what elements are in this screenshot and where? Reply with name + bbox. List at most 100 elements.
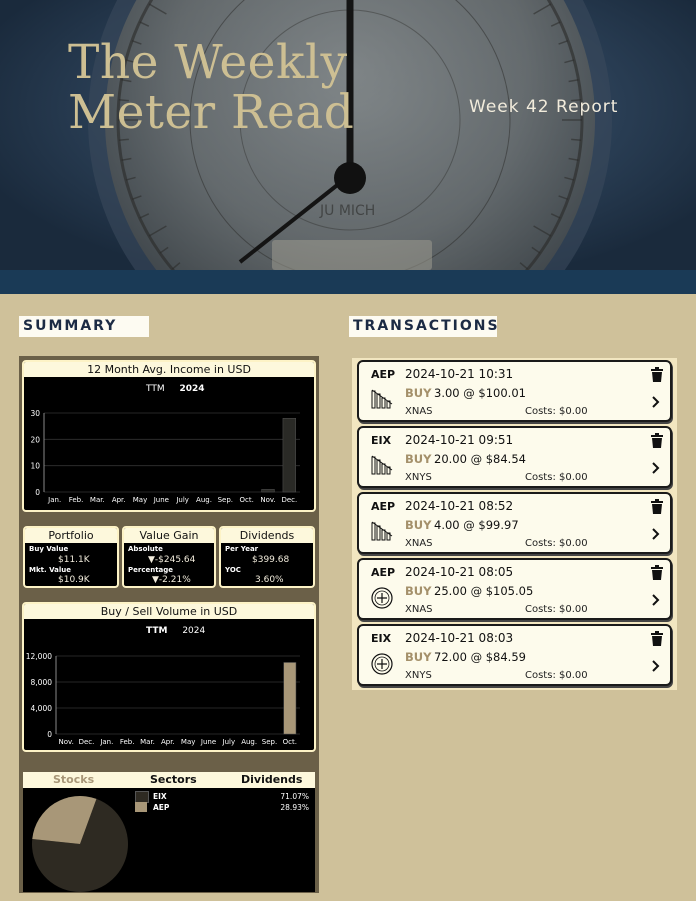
chevron-right-icon[interactable]: [652, 591, 660, 610]
x-tick-label: May: [181, 738, 195, 746]
gauge-image: JU MICH: [88, 0, 612, 270]
transaction-exchange: XNYS: [405, 472, 432, 483]
transaction-ticker: AEP: [371, 368, 396, 381]
legend-label-eix: EIX: [153, 792, 167, 801]
transaction-exchange: XNYS: [405, 670, 432, 681]
income-tabs: TTM 2024: [146, 384, 217, 394]
transaction-side: BUY: [405, 452, 432, 466]
x-tick-label: Apr.: [161, 738, 175, 746]
trash-icon[interactable]: [651, 631, 663, 650]
transaction-exchange: XNAS: [405, 538, 433, 549]
transaction-qty-price: 20.00 @ $84.54: [434, 452, 526, 466]
gauge-tick: [558, 195, 569, 201]
transaction-card[interactable]: EIX 2024-10-21 08:03 BUY 72.00 @ $84.59 …: [357, 624, 672, 686]
x-tick-label: Dec.: [79, 738, 95, 746]
volume-card: Buy / Sell Volume in USD TTM 2024 12,000…: [22, 602, 316, 752]
gauge-tick: [131, 195, 142, 201]
y-tick-label: 10: [30, 462, 40, 471]
legend-pct-eix: 71.07%: [280, 792, 309, 801]
percentage-label: Percentage: [128, 566, 174, 574]
bar-decline-icon: [371, 521, 393, 545]
mkt-value: $10.9K: [58, 575, 90, 585]
income-tab-2024[interactable]: 2024: [179, 384, 205, 394]
volume-tab-2024[interactable]: 2024: [182, 626, 206, 636]
gauge-tick: [564, 59, 575, 64]
transaction-costs: Costs: $0.00: [525, 406, 588, 417]
tab-stocks[interactable]: Stocks: [53, 773, 95, 786]
gauge-tick: [139, 213, 150, 219]
x-tick-label: Nov.: [58, 738, 73, 746]
transaction-qty-price: 4.00 @ $99.97: [434, 518, 519, 532]
transaction-ticker: EIX: [371, 434, 392, 447]
gauge-label: JU MICH: [319, 203, 375, 219]
percentage-value: ▼-2.21%: [152, 575, 191, 585]
legend-pct-aep: 28.93%: [280, 803, 309, 812]
gauge-tick: [131, 39, 142, 45]
transaction-card[interactable]: AEP 2024-10-21 08:05 BUY 25.00 @ $105.05…: [357, 558, 672, 620]
mkt-value-label: Mkt. Value: [29, 566, 71, 574]
transaction-ticker: AEP: [371, 566, 396, 579]
portfolio-title: Portfolio: [25, 528, 117, 543]
gauge-tick: [125, 176, 136, 181]
gauge-tick: [125, 59, 136, 64]
tab-dividends[interactable]: Dividends: [241, 773, 303, 786]
pie-slice-aep: [32, 796, 97, 844]
transaction-datetime: 2024-10-21 08:05: [405, 565, 514, 579]
title-line-2: Meter Read: [68, 85, 355, 140]
x-tick-label: Apr.: [112, 496, 126, 504]
x-tick-label: May: [133, 496, 147, 504]
trash-icon[interactable]: [651, 367, 663, 386]
x-tick-label: Jan.: [99, 738, 113, 746]
trash-icon[interactable]: [651, 433, 663, 452]
y-tick-label: 30: [30, 409, 40, 418]
per-year-label: Per Year: [225, 545, 259, 553]
transaction-costs: Costs: $0.00: [525, 670, 588, 681]
transaction-ticker: AEP: [371, 500, 396, 513]
chevron-right-icon[interactable]: [652, 393, 660, 412]
transaction-card[interactable]: AEP 2024-10-21 08:52 BUY 4.00 @ $99.97 X…: [357, 492, 672, 554]
transaction-costs: Costs: $0.00: [525, 538, 588, 549]
plus-circle-icon: [371, 587, 393, 613]
bar: [261, 489, 275, 493]
summary-heading: SUMMARY: [19, 316, 149, 337]
value-gain-title: Value Gain: [124, 528, 214, 543]
gauge-tick: [118, 99, 129, 102]
x-tick-label: Mar.: [140, 738, 155, 746]
transaction-datetime: 2024-10-21 08:52: [405, 499, 514, 513]
volume-card-title: Buy / Sell Volume in USD: [24, 604, 314, 619]
pie-slice-eix: [31, 798, 128, 892]
x-tick-label: Sep.: [262, 738, 277, 746]
plus-circle-icon: [371, 653, 393, 679]
x-tick-label: Sep.: [218, 496, 233, 504]
chevron-right-icon[interactable]: [652, 657, 660, 676]
buy-value-label: Buy Value: [29, 545, 69, 553]
chevron-right-icon[interactable]: [652, 525, 660, 544]
transaction-datetime: 2024-10-21 09:51: [405, 433, 514, 447]
income-card-title: 12 Month Avg. Income in USD: [24, 362, 314, 377]
title-line-1: The Weekly: [68, 35, 348, 90]
volume-tab-ttm[interactable]: TTM: [146, 626, 168, 636]
x-tick-label: Dec.: [281, 496, 297, 504]
volume-chart: 12,0008,0004,0000Nov.Dec.Jan.Feb.Mar.Apr…: [26, 652, 300, 746]
income-tab-ttm[interactable]: TTM: [146, 384, 165, 394]
volume-tabs: TTM 2024: [146, 626, 217, 636]
transaction-qty-price: 25.00 @ $105.05: [434, 584, 534, 598]
header-banner: JU MICH The Weekly Meter Read Week 42 Re…: [0, 0, 696, 270]
gauge-tick: [568, 78, 579, 83]
trash-icon[interactable]: [651, 565, 663, 584]
bar: [282, 418, 296, 493]
chevron-right-icon[interactable]: [652, 459, 660, 478]
report-subtitle: Week 42 Report: [469, 97, 619, 117]
x-tick-label: Feb.: [120, 738, 135, 746]
legend-label-aep: AEP: [153, 803, 170, 812]
gauge-tick: [550, 213, 561, 219]
legend-swatch-aep: [135, 802, 147, 812]
trash-icon[interactable]: [651, 499, 663, 518]
tab-sectors[interactable]: Sectors: [150, 773, 197, 786]
transaction-card[interactable]: AEP 2024-10-21 10:31 BUY 3.00 @ $100.01 …: [357, 360, 672, 422]
gauge-tick: [533, 225, 552, 237]
transaction-card[interactable]: EIX 2024-10-21 09:51 BUY 20.00 @ $84.54 …: [357, 426, 672, 488]
transaction-qty-price: 3.00 @ $100.01: [434, 386, 526, 400]
allocation-chart-area: EIX 71.07% AEP 28.93%: [23, 788, 315, 892]
